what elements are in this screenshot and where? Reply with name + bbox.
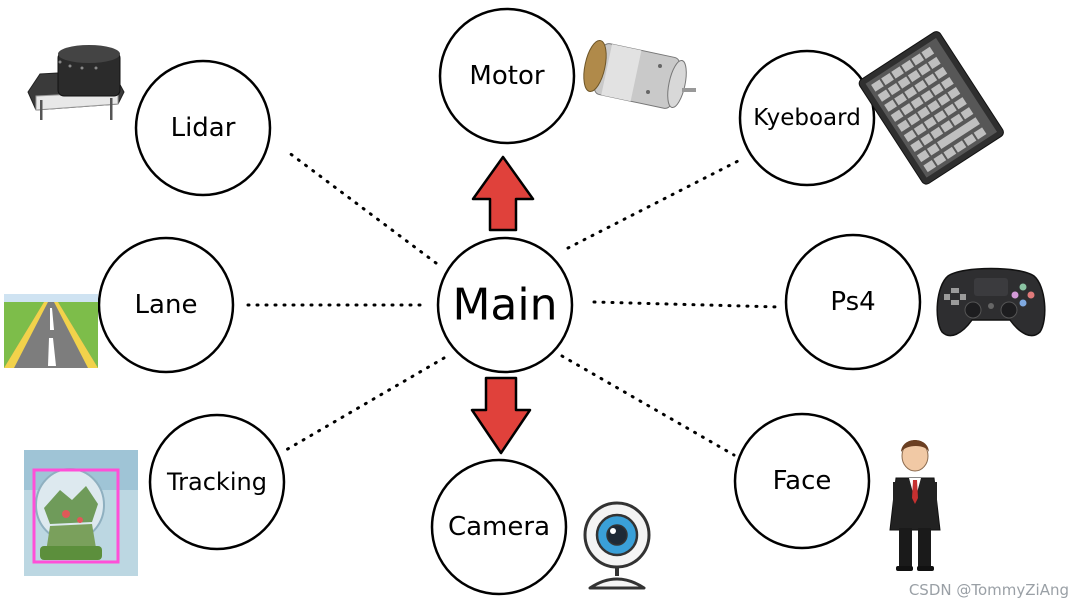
- node-ps4-label: Ps4: [830, 287, 875, 317]
- lidar-sensor-icon: [27, 45, 125, 120]
- node-motor: Motor: [438, 7, 576, 145]
- connector-tracking: [284, 356, 446, 452]
- node-motor-circle: [438, 7, 576, 145]
- tracking-photo-icon: [24, 450, 138, 576]
- connector-face: [560, 354, 736, 457]
- watermark: CSDN @TommyZiAng: [908, 581, 1069, 599]
- arrow-up-to-motor: [471, 155, 535, 232]
- node-tracking-circle: [148, 413, 286, 551]
- keyboard-icon: [858, 31, 1004, 185]
- gamepad-icon: [936, 267, 1046, 337]
- connector-lidar: [286, 150, 438, 265]
- node-face: Face: [733, 412, 871, 550]
- node-lidar-label: Lidar: [171, 113, 236, 143]
- node-keyboard-circle: [738, 49, 876, 187]
- node-motor-label: Motor: [469, 61, 544, 91]
- node-ps4: Ps4: [784, 233, 922, 371]
- node-lane-circle: [97, 236, 235, 374]
- connector-keyboard: [566, 158, 742, 250]
- node-camera-label: Camera: [448, 512, 550, 542]
- dc-motor-icon: [583, 39, 696, 109]
- connector-ps4: [592, 300, 782, 309]
- node-camera: Camera: [430, 458, 568, 596]
- node-lidar-circle: [134, 59, 272, 197]
- arrow-down-to-camera: [470, 376, 532, 455]
- businessman-icon: [889, 440, 941, 571]
- webcam-icon: [583, 501, 651, 590]
- node-main-label: Main: [452, 280, 557, 331]
- node-ps4-circle: [784, 233, 922, 371]
- road-lane-icon: [4, 294, 98, 368]
- node-main: Main: [436, 236, 574, 374]
- node-camera-circle: [430, 458, 568, 596]
- node-lane-label: Lane: [135, 290, 198, 320]
- node-keyboard: Kyeboard: [738, 49, 876, 187]
- node-face-circle: [733, 412, 871, 550]
- node-tracking: Tracking: [148, 413, 286, 551]
- node-lidar: Lidar: [134, 59, 272, 197]
- node-face-label: Face: [773, 466, 832, 496]
- node-tracking-label: Tracking: [166, 468, 267, 496]
- node-main-circle: [436, 236, 574, 374]
- node-lane: Lane: [97, 236, 235, 374]
- node-keyboard-label: Kyeboard: [753, 105, 861, 131]
